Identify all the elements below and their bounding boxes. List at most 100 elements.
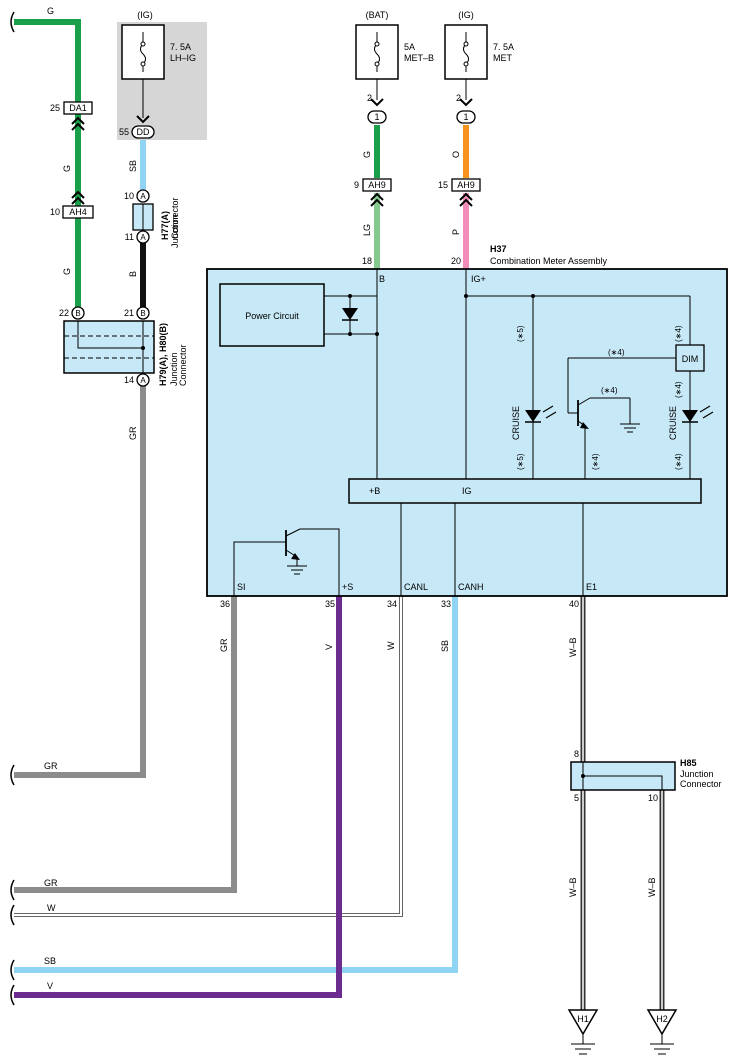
h77-desc: JunctionConnector bbox=[170, 197, 180, 248]
note4a: (∗4) bbox=[674, 325, 683, 342]
bus-ig-label: IG bbox=[462, 486, 472, 496]
svg-text:(BAT): (BAT) bbox=[366, 10, 389, 20]
fuse-met-b: (BAT) 5A MET–B bbox=[355, 10, 434, 100]
svg-text:14: 14 bbox=[124, 375, 134, 385]
wire-v-s bbox=[14, 596, 342, 998]
svg-text:DD: DD bbox=[137, 127, 150, 137]
svg-text:11: 11 bbox=[125, 232, 134, 242]
svg-text:10: 10 bbox=[50, 207, 60, 217]
svg-text:55: 55 bbox=[119, 127, 129, 137]
svg-text:A: A bbox=[140, 192, 146, 201]
meter-pin-label-canl: CANL bbox=[404, 582, 428, 592]
wire-sb-canh bbox=[14, 596, 458, 973]
svg-text:10: 10 bbox=[648, 793, 658, 803]
label-g-low: G bbox=[62, 268, 72, 275]
svg-text:Connector: Connector bbox=[178, 344, 188, 386]
combination-meter-box: B IG+ Power Circuit (∗5) CRUISE (∗5) bbox=[206, 268, 728, 597]
svg-text:A: A bbox=[140, 233, 146, 242]
note4b: (∗4) bbox=[608, 348, 625, 357]
meter-code: H37 bbox=[490, 244, 507, 254]
ground-h2: H2 bbox=[646, 1009, 678, 1055]
svg-text:IG+: IG+ bbox=[471, 274, 486, 284]
label-p: P bbox=[451, 229, 461, 235]
note5a: (∗5) bbox=[516, 325, 525, 342]
svg-text:H2: H2 bbox=[656, 1014, 668, 1024]
meter-name: Combination Meter Assembly bbox=[490, 256, 608, 266]
svg-text:2: 2 bbox=[456, 93, 461, 103]
label-g-top: G bbox=[47, 6, 54, 16]
svg-text:B: B bbox=[379, 274, 385, 284]
cruise-led-right-icon bbox=[682, 410, 698, 422]
wire-gr-left bbox=[14, 385, 146, 778]
label-g-mid: G bbox=[62, 165, 72, 172]
cruise-led-left-icon bbox=[525, 410, 541, 422]
meter-pin-num-33: 33 bbox=[441, 599, 451, 609]
note4f: (∗4) bbox=[674, 453, 683, 470]
svg-text:H77(A): H77(A) bbox=[160, 211, 170, 240]
svg-text:8: 8 bbox=[574, 749, 579, 759]
meter-pin-label-e1: E1 bbox=[586, 582, 597, 592]
si-ground-icon bbox=[287, 565, 307, 575]
svg-text:7. 5A: 7. 5A bbox=[170, 42, 191, 52]
meter-pin-label-si: SI bbox=[237, 582, 246, 592]
svg-text:21: 21 bbox=[124, 308, 134, 318]
cruise-left-label: CRUISE bbox=[511, 406, 521, 440]
label-gr-bottom2: GR bbox=[44, 878, 58, 888]
svg-text:H79(A), H80(B): H79(A), H80(B) bbox=[158, 323, 168, 386]
note4e: (∗4) bbox=[674, 381, 683, 398]
si-transistor-icon bbox=[291, 553, 300, 560]
ground-icon bbox=[620, 423, 640, 433]
transistor-icon bbox=[580, 422, 589, 429]
connector-met-b-pin: 2 1 bbox=[367, 93, 387, 124]
label-w-bottom: W bbox=[47, 903, 56, 913]
label-wb-h2: W–B bbox=[647, 877, 657, 897]
note4c: (∗4) bbox=[601, 386, 618, 395]
label-gr-left: GR bbox=[128, 426, 138, 440]
diode-icon bbox=[342, 308, 358, 320]
svg-text:(IG): (IG) bbox=[137, 10, 153, 20]
svg-text:Connector: Connector bbox=[680, 779, 722, 789]
meter-pin-b-num: 18 bbox=[362, 256, 372, 266]
svg-text:9: 9 bbox=[354, 180, 359, 190]
svg-text:5A: 5A bbox=[404, 42, 415, 52]
meter-pin-ig-num: 20 bbox=[451, 256, 461, 266]
svg-text:A: A bbox=[140, 376, 146, 385]
meter-pin-num-35: 35 bbox=[325, 599, 335, 609]
connector-da1: DA1 25 bbox=[50, 101, 93, 131]
svg-text:7. 5A: 7. 5A bbox=[493, 42, 514, 52]
svg-text:5: 5 bbox=[574, 793, 579, 803]
connector-h77: A 10 A 11 H77(A) JunctionConnector bbox=[124, 189, 180, 248]
svg-text:10: 10 bbox=[124, 191, 134, 201]
svg-text:AH9: AH9 bbox=[368, 180, 386, 190]
meter-pin-num-40: 40 bbox=[569, 599, 579, 609]
connector-h79-h80: B 22 B 21 A 14 H79(A), H80(B) Junction C… bbox=[59, 306, 188, 387]
svg-text:LH–IG: LH–IG bbox=[170, 53, 196, 63]
connector-ah4: AH4 10 bbox=[50, 190, 94, 219]
meter-bus-block bbox=[348, 478, 702, 504]
connector-h85: 8 5 10 H85 Junction Connector bbox=[570, 749, 722, 803]
svg-text:25: 25 bbox=[50, 103, 60, 113]
label-lg: LG bbox=[362, 224, 372, 236]
wire-w-canl bbox=[14, 596, 403, 917]
label-v-bottom: V bbox=[47, 981, 53, 991]
power-circuit-block bbox=[219, 283, 325, 347]
label-g-met-b: G bbox=[362, 151, 372, 158]
svg-text:B: B bbox=[75, 309, 80, 318]
svg-text:H85: H85 bbox=[680, 758, 697, 768]
svg-text:AH9: AH9 bbox=[457, 180, 475, 190]
note5b: (∗5) bbox=[516, 453, 525, 470]
svg-text:15: 15 bbox=[438, 180, 448, 190]
svg-text:Junction: Junction bbox=[680, 769, 714, 779]
label-sb-bottom: SB bbox=[44, 956, 56, 966]
svg-text:DA1: DA1 bbox=[69, 103, 87, 113]
svg-text:H1: H1 bbox=[577, 1014, 589, 1024]
fuse-met: (IG) 7. 5A MET bbox=[444, 10, 514, 100]
svg-text:MET: MET bbox=[493, 53, 513, 63]
label-b: B bbox=[128, 271, 138, 277]
label-wb-e1: W–B bbox=[568, 637, 578, 657]
wire-gr-si bbox=[14, 596, 237, 893]
svg-text:1: 1 bbox=[463, 112, 468, 122]
svg-text:(IG): (IG) bbox=[458, 10, 474, 20]
connector-ah9-right: AH9 15 bbox=[438, 178, 481, 207]
